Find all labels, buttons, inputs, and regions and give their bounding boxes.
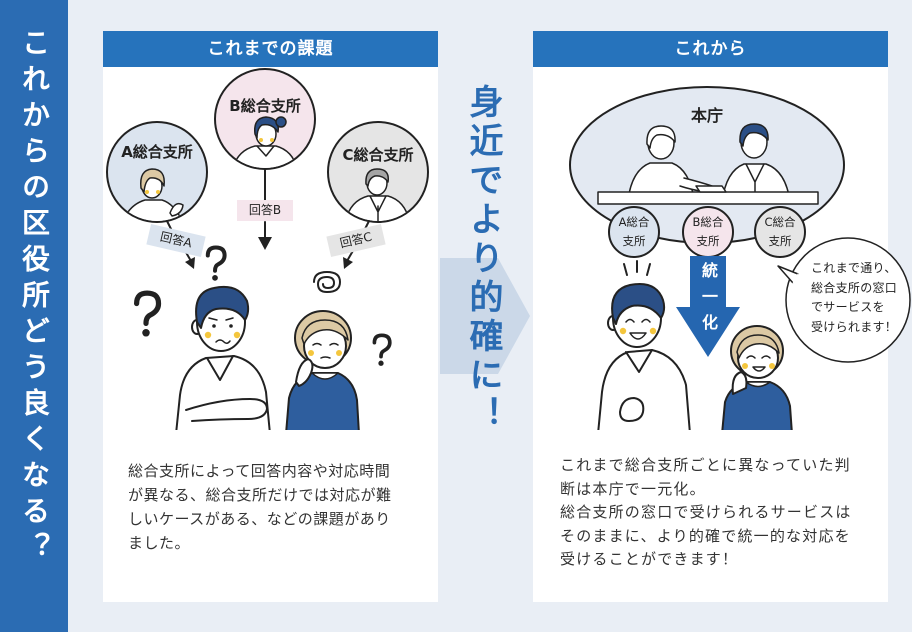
answer-b-tag: 回答B — [237, 200, 293, 221]
bubble-line: でサービスを — [811, 300, 885, 314]
description-line: 受けることができます！ — [560, 550, 739, 568]
description-line: 総合支所によって回答内容や対応時間 — [128, 462, 391, 480]
branch-label-line: C総合 — [764, 215, 796, 229]
description-line: 断は本庁で一元化。 — [560, 479, 706, 498]
branch-a-label: A総合支所 — [121, 143, 193, 161]
description-line: が異なる、総合支所だけでは対応が難 — [128, 486, 392, 504]
side-title: これからの区役所どう良くなる？ — [18, 28, 51, 568]
branch-label-line: 支所 — [768, 234, 792, 248]
branch-label-line: A総合 — [618, 215, 650, 229]
description-line: 総合支所の窓口で受けられるサービスは — [560, 503, 852, 521]
bubble-line: 総合支所の窓口 — [811, 280, 898, 295]
branch-c-label: C総合支所 — [342, 146, 414, 164]
branch-label-line: 支所 — [696, 234, 720, 248]
bubble-line: これまで通り、 — [811, 261, 897, 275]
after-description: これまで総合支所ごとに異なっていた判 断は本庁で一元化。 総合支所の窓口で受けら… — [560, 454, 852, 572]
description-line: ました。 — [128, 534, 191, 552]
description-line: そのままに、より的確で統一的な対応を — [560, 526, 851, 545]
description-line: これまで総合支所ごとに異なっていた判 — [560, 456, 851, 474]
description-line: しいケースがある、などの課題があり — [128, 510, 391, 528]
after-header: これから — [533, 31, 888, 67]
bubble-line: 受けられます！ — [811, 319, 898, 334]
branch-b-label: B総合支所 — [229, 97, 301, 115]
side-band: これからの区役所どう良くなる？ — [0, 0, 68, 632]
branch-label-line: 支所 — [622, 234, 646, 248]
unify-label: 統一化 — [699, 262, 718, 340]
before-description: 総合支所によって回答内容や対応時間 が異なる、総合支所だけでは対応が難 しいケー… — [128, 459, 392, 555]
hq-branch-b-label: B総合 支所 — [683, 213, 733, 251]
hq-branch-a-label: A総合 支所 — [609, 213, 659, 251]
hq-branch-c-label: C総合 支所 — [755, 213, 805, 251]
branch-label-line: B総合 — [692, 215, 724, 229]
speech-bubble-text: これまで通り、 総合支所の窓口 でサービスを 受けられます！ — [811, 259, 897, 337]
headquarters-label: 本庁 — [690, 106, 723, 125]
before-header: これまでの課題 — [103, 31, 438, 67]
slogan: 身近でより的確に！ — [463, 84, 503, 435]
